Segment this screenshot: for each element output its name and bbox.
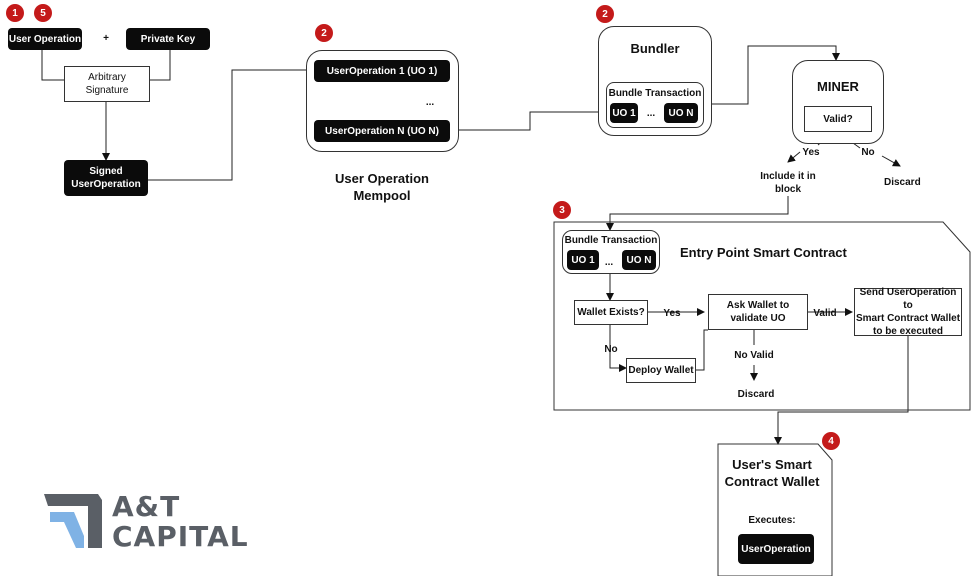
send-line1: Send UserOperation to <box>859 287 957 311</box>
ask-wallet-box: Ask Wallet to validate UO <box>708 294 808 330</box>
wallet-exists-box: Wallet Exists? <box>574 300 648 325</box>
wallet-useroperation-box: UserOperation <box>738 534 814 564</box>
arrow-block-to-entrypoint <box>606 196 789 231</box>
step-badge-2-mempool: 2 <box>315 24 333 42</box>
deploy-wallet-box: Deploy Wallet <box>626 358 696 383</box>
private-key-box: Private Key <box>126 28 210 50</box>
user-operation-box: User Operation <box>8 28 82 50</box>
arbitrary-signature-line2: Signature <box>85 85 129 96</box>
arbitrary-signature-line1: Arbitrary <box>88 72 126 83</box>
mempool-ellipsis: ... <box>425 97 435 108</box>
bundler-uo1: UO 1 <box>610 103 638 123</box>
miner-include-in-block: Include it in block <box>756 170 820 196</box>
connector-uo-to-signature <box>41 50 64 81</box>
connector-deploy-to-ask <box>696 329 708 371</box>
mempool-uo1: UserOperation 1 (UO 1) <box>314 60 450 82</box>
signed-useroperation-box: Signed UserOperation <box>64 160 148 196</box>
arbitrary-signature-box: Arbitrary Signature <box>64 66 150 102</box>
include-line2: block <box>774 184 802 195</box>
step-badge-2-bundler: 2 <box>596 5 614 23</box>
arrow-valid-to-include <box>787 151 801 163</box>
wallet-exists-no: No <box>604 344 618 355</box>
plus-sign: + <box>103 33 109 44</box>
bundler-uon: UO N <box>664 103 698 123</box>
wallet-exists-yes: Yes <box>663 308 681 319</box>
connector-key-to-signature <box>150 50 171 81</box>
ask-novalid-label: No Valid <box>734 350 774 361</box>
entrypoint-dots: ... <box>604 257 614 268</box>
send-line2: Smart Contract Wallet <box>855 313 961 324</box>
include-line1: Include it in <box>760 171 816 182</box>
wallet-executes: Executes: <box>748 515 796 526</box>
arrow-mempool-to-bundler <box>450 108 607 131</box>
step-badge-1: 1 <box>6 4 24 22</box>
entrypoint-title: Entry Point Smart Contract <box>680 245 847 260</box>
logo-line1: A&T <box>112 490 181 523</box>
miner-yes: Yes <box>802 147 820 158</box>
signed-line2: UserOperation <box>71 179 141 190</box>
ask-line1: Ask Wallet to <box>726 300 790 311</box>
miner-discard: Discard <box>884 177 921 188</box>
arrow-bundler-to-miner <box>704 45 840 105</box>
ask-discard-label: Discard <box>737 389 775 400</box>
mempool-caption: User Operation Mempool <box>330 170 434 204</box>
step-badge-5: 5 <box>34 4 52 22</box>
bundler-bundle-label: Bundle Transaction <box>608 88 702 99</box>
mempool-caption-line2: Mempool <box>353 188 411 203</box>
miner-no: No <box>861 147 875 158</box>
entrypoint-uo1: UO 1 <box>567 250 599 270</box>
at-capital-logo-mark <box>44 494 102 548</box>
bundler-title: Bundler <box>630 41 680 56</box>
signed-line1: Signed <box>89 166 123 177</box>
miner-title: MINER <box>817 79 859 94</box>
send-useroperation-box: Send UserOperation to Smart Contract Wal… <box>854 287 962 337</box>
bundler-dots: ... <box>646 108 656 119</box>
wallet-title-line1: User's Smart <box>732 457 812 472</box>
send-line3: to be executed <box>872 326 944 337</box>
wallet-title: User's Smart Contract Wallet <box>718 456 826 490</box>
entrypoint-container <box>553 221 971 411</box>
mempool-uon: UserOperation N (UO N) <box>314 120 450 142</box>
connector-walletexists-no <box>609 325 627 372</box>
step-badge-3: 3 <box>553 201 571 219</box>
entrypoint-bundle-label: Bundle Transaction <box>564 235 658 246</box>
wallet-title-line2: Contract Wallet <box>724 474 820 489</box>
miner-valid-box: Valid? <box>804 106 872 132</box>
arrow-signed-to-mempool <box>148 66 315 181</box>
arrow-no-to-discard <box>881 155 901 167</box>
ask-valid-label: Valid <box>813 308 837 319</box>
arrow-send-to-wallet <box>774 336 909 445</box>
wallet-container <box>717 443 833 576</box>
ask-line2: validate UO <box>730 313 786 324</box>
logo-line2: CAPITAL <box>112 520 249 553</box>
step-badge-4: 4 <box>822 432 840 450</box>
entrypoint-uon: UO N <box>622 250 656 270</box>
mempool-caption-line1: User Operation <box>335 171 429 186</box>
